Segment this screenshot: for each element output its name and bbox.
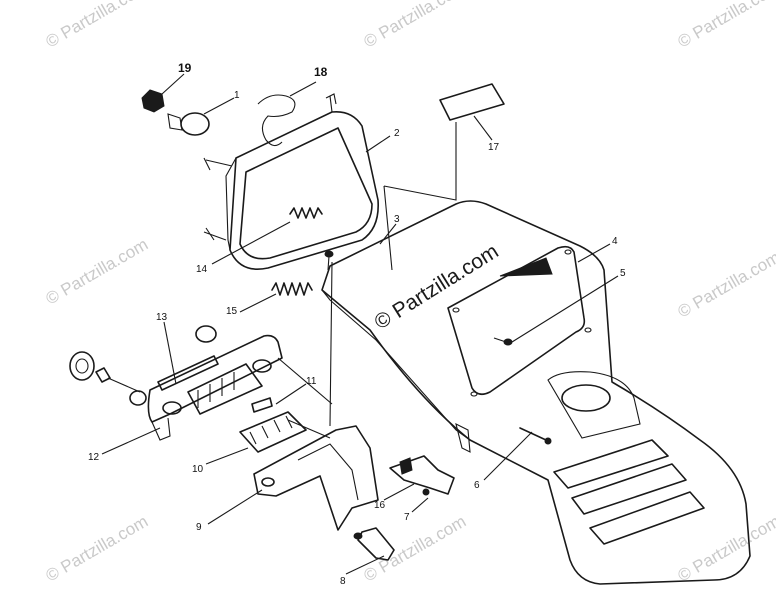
callout-5: 5 [620,268,626,279]
screw-5 [493,337,513,346]
callout-4: 4 [612,236,618,247]
callout-16: 16 [374,500,386,511]
callout-6: 6 [474,480,480,491]
watermark: © Partzilla.com [361,0,470,51]
callout-1: 1 [234,90,240,101]
callout-14: 14 [196,264,208,275]
socket-bulb-8 [353,527,395,561]
switch-grommet [129,390,147,406]
callout-3: 3 [394,214,400,225]
callout-10: 10 [192,464,204,475]
callout-labels: 1 2 3 4 5 6 7 8 9 10 11 12 13 14 15 16 1… [88,61,626,587]
callout-19: 19 [178,61,192,75]
watermark: © Partzilla.com [675,248,776,322]
grommet-16 [422,488,430,496]
watermark: © Partzilla.com [43,235,152,309]
watermark: © Partzilla.com [675,512,776,586]
ignition-key [95,367,141,393]
callout-2: 2 [394,128,400,139]
callout-17: 17 [488,142,500,153]
callout-7: 7 [404,512,410,523]
bulb-socket [141,89,165,113]
callout-15: 15 [226,306,238,317]
connector-7 [389,455,455,495]
adjuster-spring-15 [271,282,313,296]
wire-harness [257,94,296,147]
switch-bracket [147,334,283,441]
callout-9: 9 [196,522,202,533]
callout-18: 18 [314,65,328,79]
callout-13: 13 [156,312,168,323]
ignition-switch [69,351,95,381]
leader-lines [101,73,619,575]
toggle-switch [239,411,307,453]
plate-grommet [195,325,217,343]
callout-8: 8 [340,576,346,587]
watermark: © Partzilla.com [43,512,152,586]
watermark: © Partzilla.com [361,512,470,586]
callout-12: 12 [88,452,100,463]
headlight-housing [203,93,379,270]
hood-console [321,200,751,585]
watermark: © Partzilla.com [675,0,776,51]
watermark: © Partzilla.com [43,0,152,51]
screw-3 [324,250,334,271]
switch-clip [251,397,273,413]
headlight-bulb [167,112,210,136]
assembly-lines [277,122,457,439]
decal [439,83,505,121]
screw-6 [519,427,552,445]
callout-11: 11 [306,376,317,387]
lower-bracket [253,425,379,531]
mounting-plate [157,355,219,391]
adjuster-spring-14 [289,207,323,219]
